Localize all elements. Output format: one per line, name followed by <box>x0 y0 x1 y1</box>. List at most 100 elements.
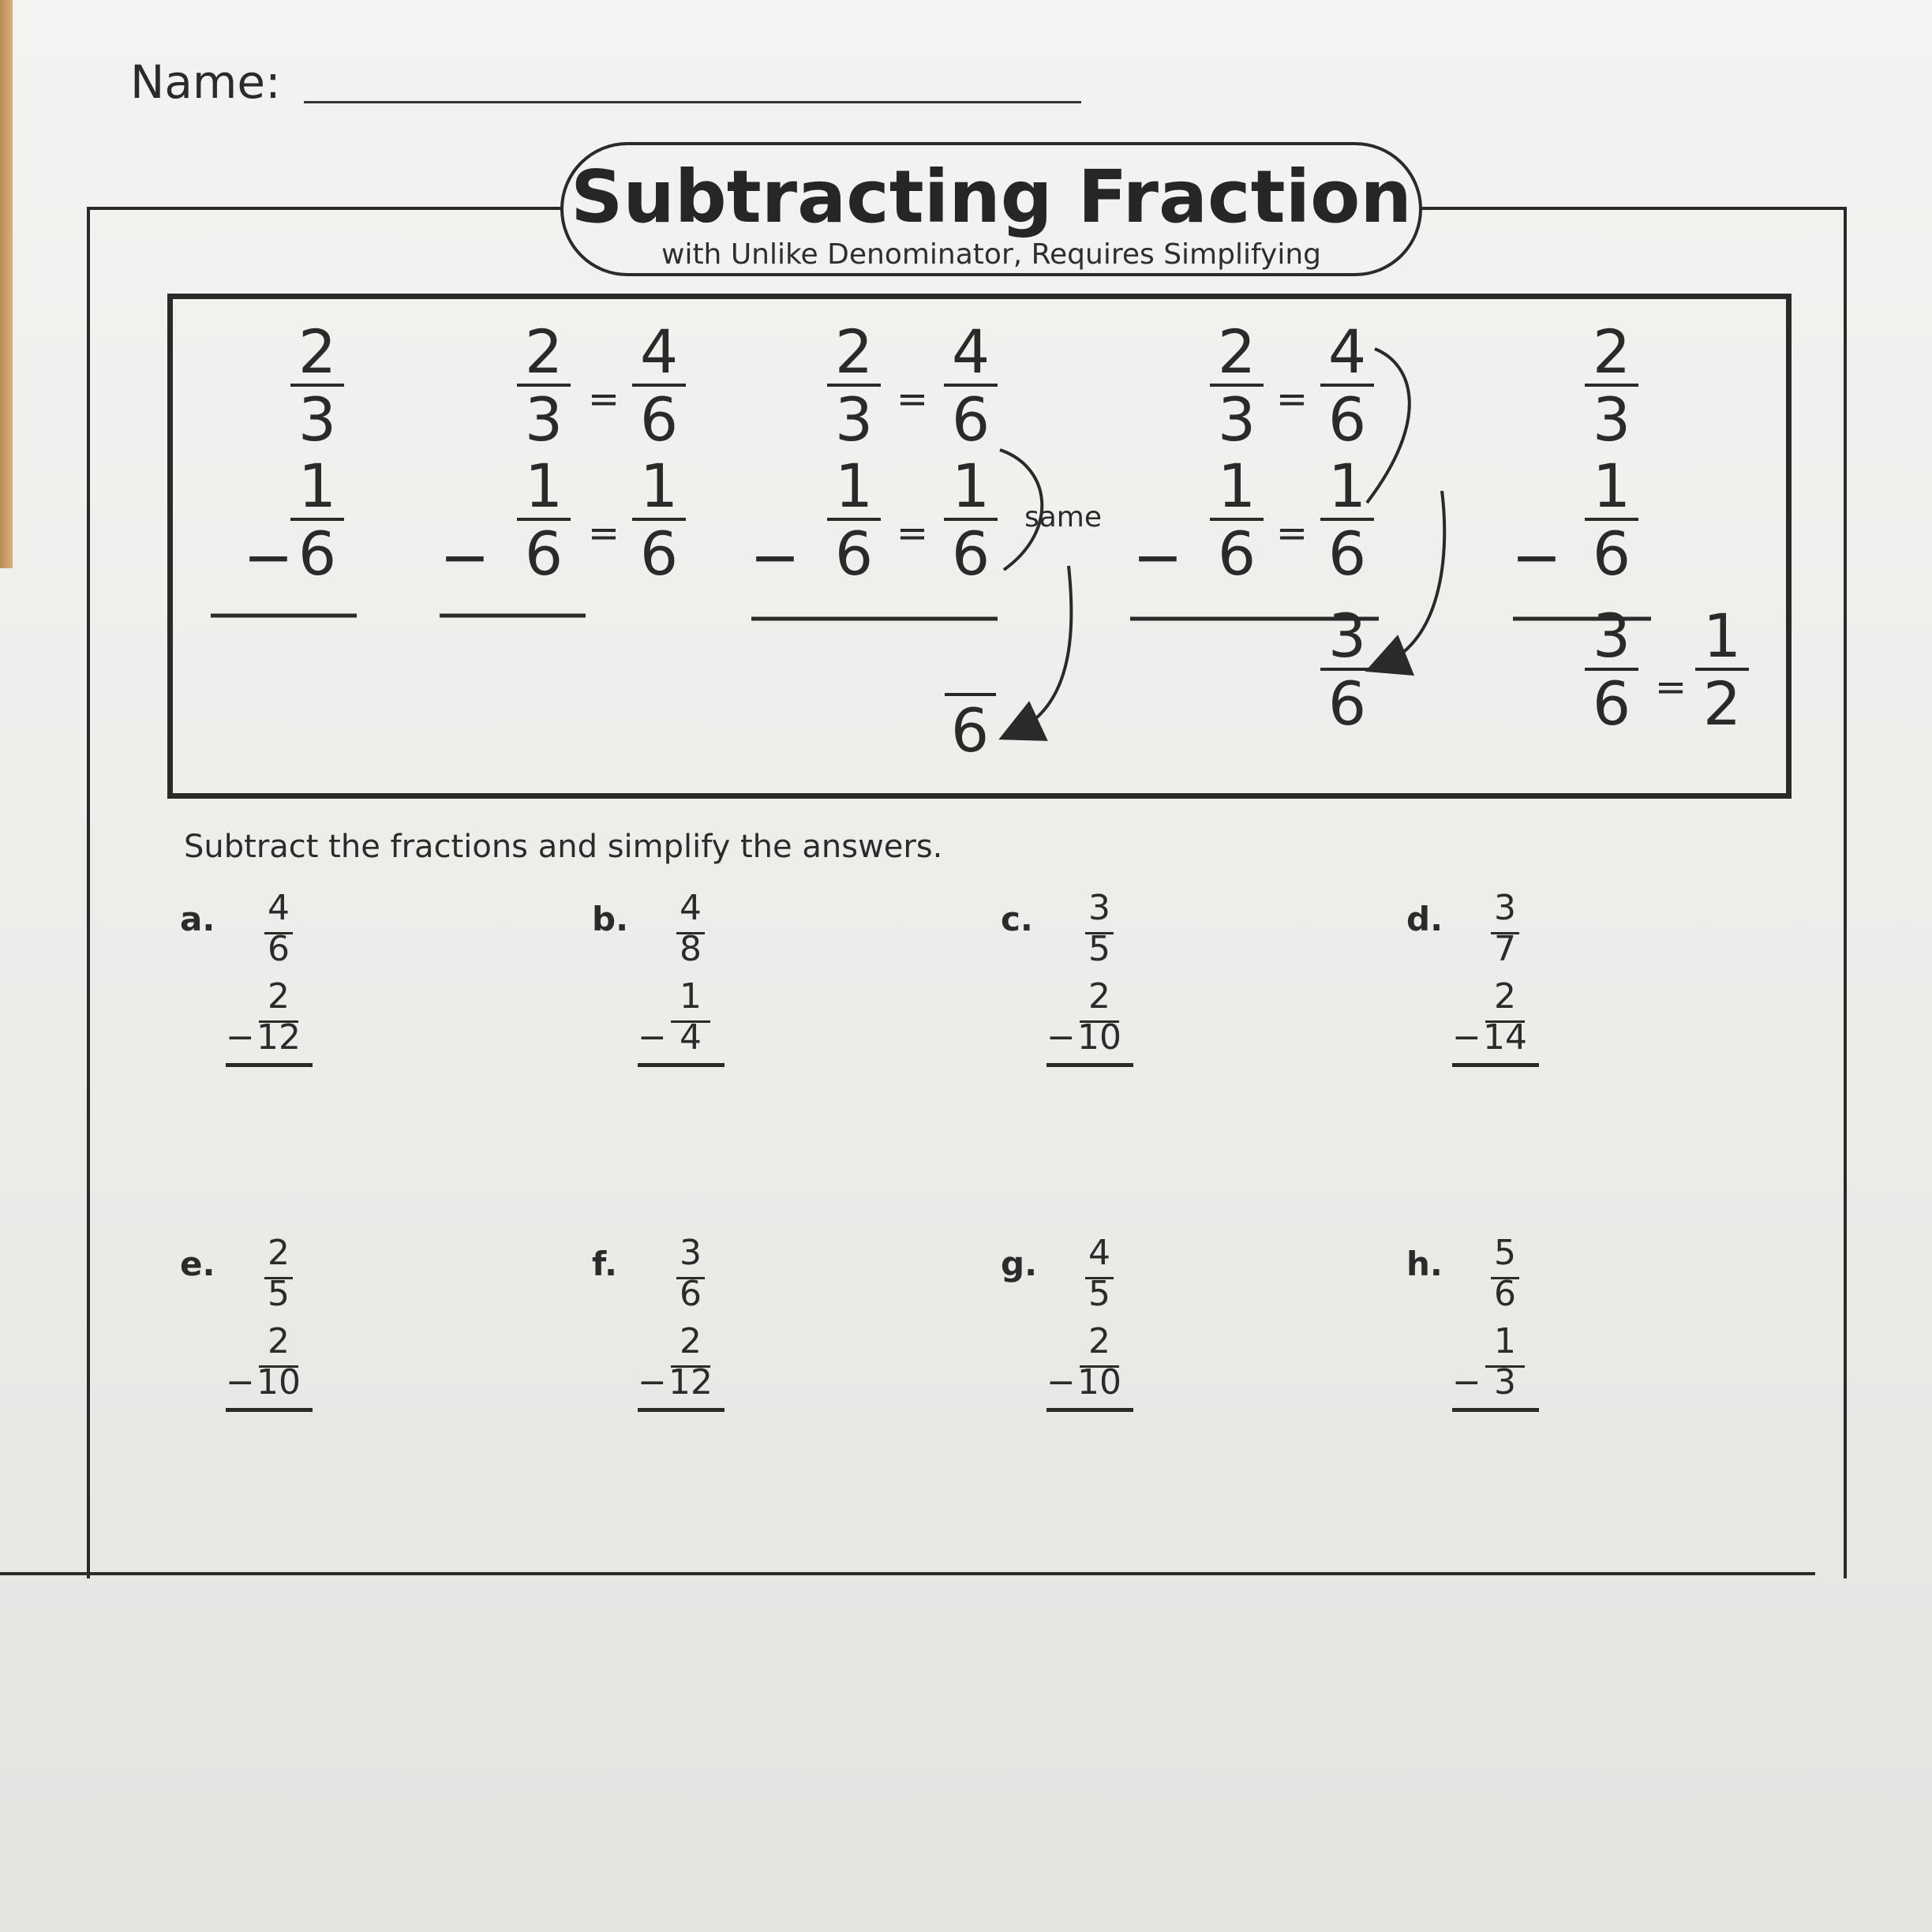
problem-label: a. <box>180 900 215 938</box>
bottom-numerator: 2 <box>680 1321 702 1361</box>
step3-bottom-equiv-denominator: 6 <box>952 519 990 589</box>
step4-bottom-denominator: 6 <box>1218 519 1256 589</box>
step1-minus: − <box>243 522 294 592</box>
step5-top-denominator: 3 <box>1593 384 1631 455</box>
worksheet-subtitle: with Unlike Denominator, Requires Simpli… <box>661 238 1321 271</box>
example-box <box>167 294 1792 799</box>
top-fraction-bar <box>264 932 293 934</box>
step4-arrow <box>1365 490 1447 676</box>
step3-top-equals: = <box>897 377 928 421</box>
top-fraction-bar <box>1491 932 1519 934</box>
step1-bottom-denominator: 6 <box>298 519 336 589</box>
step4-bottom-numerator: 1 <box>1218 451 1256 521</box>
problem-label: b. <box>592 900 629 938</box>
minus-sign: − <box>226 1017 255 1058</box>
step1-bottom-numerator: 1 <box>298 451 336 521</box>
step5-bottom-numerator: 1 <box>1593 451 1631 521</box>
step3-bottom-equals: = <box>897 511 928 556</box>
bottom-fraction-bar <box>671 1020 710 1023</box>
step1-top-denominator: 3 <box>298 384 336 455</box>
top-denominator: 5 <box>268 1274 290 1314</box>
bottom-numerator: 2 <box>268 976 290 1017</box>
step3-top-denominator: 3 <box>835 384 873 455</box>
minus-sign: − <box>638 1017 667 1058</box>
step4-bottom-equiv-numerator: 1 <box>1328 451 1366 521</box>
bottom-numerator: 2 <box>1088 1321 1110 1361</box>
top-numerator: 4 <box>268 888 290 928</box>
minus-sign: − <box>1452 1362 1481 1402</box>
bottom-numerator: 2 <box>268 1321 290 1361</box>
bottom-denominator: 4 <box>680 1017 702 1058</box>
minus-sign: − <box>1046 1362 1076 1402</box>
bottom-denominator: 10 <box>256 1362 301 1402</box>
top-denominator: 5 <box>1088 1274 1110 1314</box>
bottom-fraction-bar <box>671 1365 710 1368</box>
step4-top-numerator: 2 <box>1218 316 1256 387</box>
step4-top-equals: = <box>1276 377 1308 421</box>
title-banner: Subtracting Fraction with Unlike Denomin… <box>560 142 1422 276</box>
step3-bottom-denominator: 6 <box>835 519 873 589</box>
top-numerator: 2 <box>268 1233 290 1273</box>
step4-result-numerator: 3 <box>1328 601 1366 671</box>
step2-minus: − <box>440 522 490 592</box>
step2-bottom-numerator: 1 <box>525 451 563 521</box>
step5-top-numerator: 2 <box>1593 316 1631 387</box>
step4-bottom-equals: = <box>1276 511 1308 556</box>
problem-label: f. <box>592 1245 617 1283</box>
step3-arrow <box>998 565 1073 741</box>
top-fraction-bar <box>1085 1277 1114 1279</box>
top-denominator: 8 <box>680 929 702 969</box>
step2-bottom-equals: = <box>588 511 620 556</box>
step5-simplified-denominator: 2 <box>1703 668 1741 739</box>
minus-sign: − <box>638 1362 667 1402</box>
top-fraction-bar <box>676 1277 705 1279</box>
step1-top-numerator: 2 <box>298 316 336 387</box>
name-label: Name: <box>130 55 281 109</box>
bottom-denominator: 10 <box>1077 1362 1121 1402</box>
bottom-fraction-bar <box>259 1365 298 1368</box>
step4-top-equiv-denominator: 6 <box>1328 384 1366 455</box>
step3-top-equiv-denominator: 6 <box>952 384 990 455</box>
bottom-denominator: 12 <box>256 1017 301 1058</box>
step3-same-bracket <box>999 448 1044 571</box>
step5-equals: = <box>1655 665 1687 710</box>
answer-line <box>226 1063 313 1067</box>
top-denominator: 7 <box>1494 929 1516 969</box>
minus-sign: − <box>1452 1017 1481 1058</box>
top-denominator: 5 <box>1088 929 1110 969</box>
bottom-fraction-bar <box>259 1020 298 1023</box>
answer-line <box>226 1408 313 1412</box>
step3-minus: − <box>750 522 800 592</box>
step3-bottom-numerator: 1 <box>835 451 873 521</box>
top-numerator: 4 <box>1088 1233 1110 1273</box>
top-numerator: 3 <box>1088 888 1110 928</box>
top-denominator: 6 <box>1494 1274 1516 1314</box>
step3-top-equiv-numerator: 4 <box>952 316 990 387</box>
step5-simplified-numerator: 1 <box>1703 601 1741 671</box>
bottom-numerator: 2 <box>1088 976 1110 1017</box>
bottom-numerator: 1 <box>680 976 702 1017</box>
step5-result-numerator: 3 <box>1593 601 1631 671</box>
step2-top-numerator: 2 <box>525 316 563 387</box>
step5-minus: − <box>1511 522 1562 592</box>
step2-top-equiv-numerator: 4 <box>640 316 678 387</box>
step2-top-equals: = <box>588 377 620 421</box>
top-numerator: 3 <box>680 1233 702 1273</box>
step4-bottom-equiv-denominator: 6 <box>1328 519 1366 589</box>
bottom-denominator: 14 <box>1483 1017 1527 1058</box>
instructions-text: Subtract the fractions and simplify the … <box>184 829 943 865</box>
answer-line <box>1046 1408 1133 1412</box>
top-fraction-bar <box>1085 932 1114 934</box>
bottom-fraction-bar <box>1485 1365 1525 1368</box>
problem-label: e. <box>180 1245 215 1283</box>
step4-top-denominator: 3 <box>1218 384 1256 455</box>
bottom-numerator: 2 <box>1494 976 1516 1017</box>
top-fraction-bar <box>1491 1277 1519 1279</box>
step5-bottom-denominator: 6 <box>1593 519 1631 589</box>
step2-bottom-equiv-denominator: 6 <box>640 519 678 589</box>
